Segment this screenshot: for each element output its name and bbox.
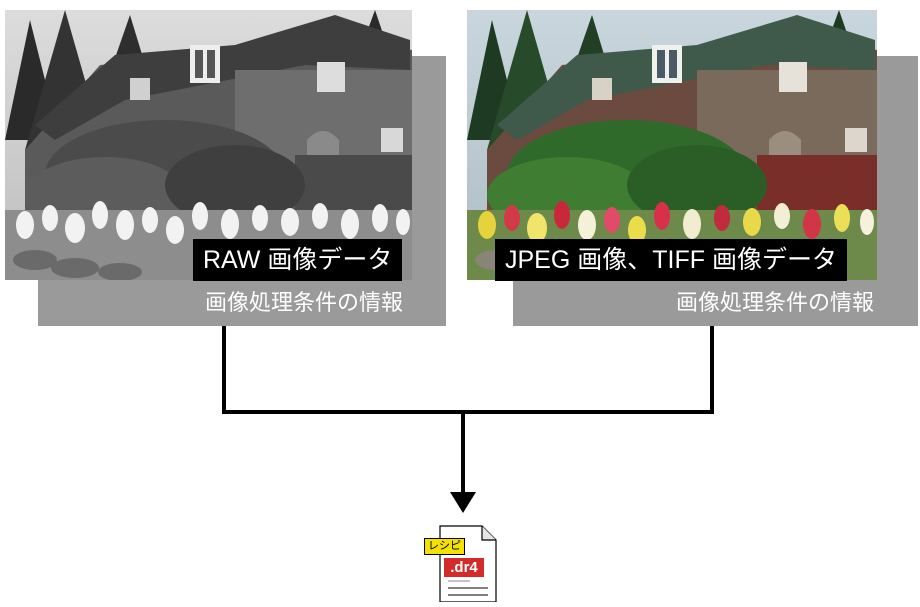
recipe-file-icon: レシピ .dr4 bbox=[420, 524, 502, 603]
down-arrow-icon bbox=[450, 492, 476, 513]
recipe-badge: レシピ bbox=[424, 538, 465, 555]
right-info-label: 画像処理条件の情報 bbox=[676, 290, 875, 315]
file-extension-label: .dr4 bbox=[450, 559, 478, 576]
jpeg-tiff-image-caption: JPEG 画像、TIFF 画像データ bbox=[495, 239, 847, 281]
left-info-label: 画像処理条件の情報 bbox=[205, 290, 404, 315]
raw-image-caption: RAW 画像データ bbox=[193, 239, 403, 281]
jpeg-tiff-image-photo bbox=[467, 10, 877, 280]
